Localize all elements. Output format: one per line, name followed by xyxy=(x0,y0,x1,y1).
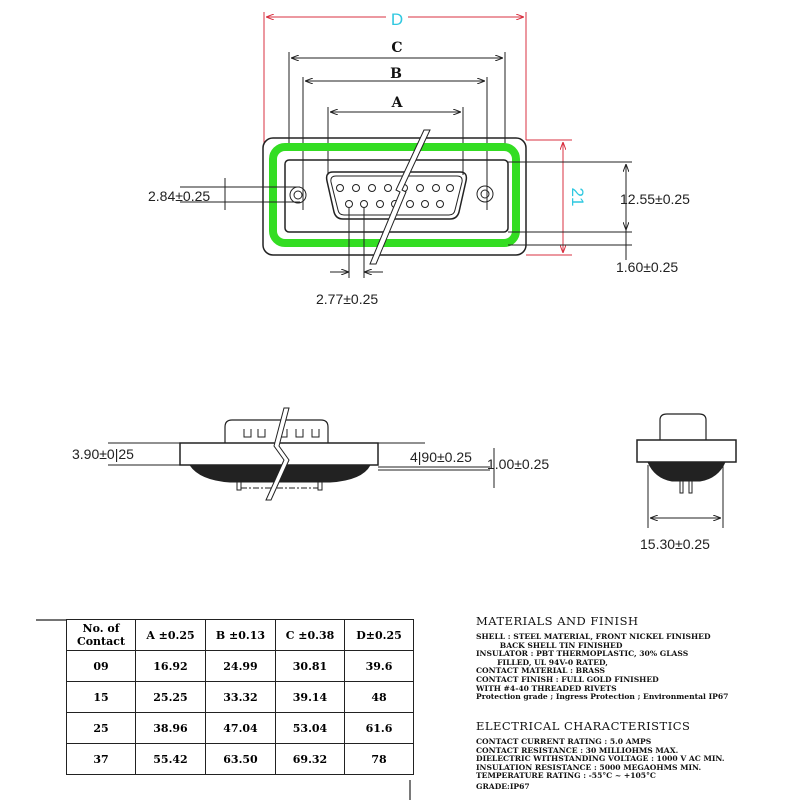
dimension-12-55: 12.55±0.25 xyxy=(620,191,690,207)
slot xyxy=(295,429,304,438)
header-c: C ±0.38 xyxy=(275,619,345,651)
dimension-d-label: D xyxy=(391,10,403,29)
electrical-section: ELECTRICAL CHARACTERISTICS CONTACT CURRE… xyxy=(476,719,725,792)
contact-pin xyxy=(360,200,368,208)
dimension-4-90: 4|90±0.25 xyxy=(410,449,472,465)
side-view: 3.90±0|25 4|90±0.25 1.00±0.25 xyxy=(72,407,549,501)
materials-line: SHELL : STEEL MATERIAL, FRONT NICKEL FIN… xyxy=(476,632,711,641)
materials-line: Protection grade ; Ingress Protection ; … xyxy=(476,692,729,702)
dimension-1-00: 1.00±0.25 xyxy=(487,456,549,472)
green-gasket xyxy=(269,143,520,247)
electrical-line: CONTACT CURRENT RATING : 5.0 AMPS xyxy=(476,737,652,746)
dimension-a-label: A xyxy=(391,95,404,111)
cell: 47.04 xyxy=(205,712,276,744)
electrical-line: CONTACT RESISTANCE : 30 MILLIOHMS MAX. xyxy=(476,745,679,755)
header-contacts: No. of Contact xyxy=(66,619,136,651)
top-view: D C B A 21 xyxy=(148,6,690,307)
cell: 09 xyxy=(66,650,136,682)
dimension-b-label: B xyxy=(390,66,402,82)
end-view: 15.30±0.25 xyxy=(636,413,737,552)
dimension-2-84: 2.84±0.25 xyxy=(148,188,210,204)
dimension-2-77: 2.77±0.25 xyxy=(316,291,378,307)
header-d: D±0.25 xyxy=(344,619,414,651)
cell: 37 xyxy=(66,743,136,775)
materials-line: WITH #4-40 THREADED RIVETS xyxy=(476,683,617,693)
cell: 53.04 xyxy=(275,712,345,744)
materials-title: MATERIALS AND FINISH xyxy=(476,614,639,628)
materials-section: MATERIALS AND FINISH SHELL : STEEL MATER… xyxy=(476,614,728,702)
cell: 16.92 xyxy=(135,650,206,682)
materials-line: CONTACT FINISH : FULL GOLD FINISHED xyxy=(476,674,659,684)
contact-pin xyxy=(432,184,440,192)
cell: 69.32 xyxy=(275,743,345,775)
mounting-holes xyxy=(289,185,494,204)
contact-pin xyxy=(345,200,353,208)
cell: 33.32 xyxy=(205,681,276,713)
contact-pin xyxy=(446,184,454,192)
contact-pin xyxy=(368,184,376,192)
electrical-line: DIELECTRIC WITHSTANDING VOLTAGE : 1000 V… xyxy=(476,754,725,764)
contact-pin xyxy=(421,200,429,208)
cell: 39.14 xyxy=(275,681,345,713)
slot xyxy=(311,429,320,438)
connector-body xyxy=(262,137,527,256)
dimension-c-label: C xyxy=(391,40,402,56)
cell: 24.99 xyxy=(205,650,276,682)
contact-pin xyxy=(336,184,344,192)
contact-pins xyxy=(336,184,454,208)
materials-line: INSULATOR : PBT THERMOPLASTIC, 30% GLASS xyxy=(476,649,689,659)
cell: 39.6 xyxy=(344,650,414,682)
table-header-row: No. of Contact A ±0.25 B ±0.13 C ±0.38 D… xyxy=(66,619,414,651)
contact-pin xyxy=(416,184,424,192)
slot xyxy=(257,429,266,438)
dimension-21-label: 21 xyxy=(568,188,587,207)
cell: 63.50 xyxy=(205,743,276,775)
dimension-1-60: 1.60±0.25 xyxy=(616,259,678,275)
cell: 61.6 xyxy=(344,712,414,744)
electrical-title: ELECTRICAL CHARACTERISTICS xyxy=(476,719,691,733)
break-line xyxy=(369,129,431,265)
header-b: B ±0.13 xyxy=(205,619,276,651)
cell: 55.42 xyxy=(135,743,206,775)
electrical-line: TEMPERATURE RATING : -55°C ~ +105°C xyxy=(476,771,656,781)
dimension-15-30: 15.30±0.25 xyxy=(640,536,710,552)
cell: 25.25 xyxy=(135,681,206,713)
cell: 48 xyxy=(344,681,414,713)
slot xyxy=(243,429,252,438)
materials-line: BACK SHELL TIN FINISHED xyxy=(476,640,623,650)
dimension-table: No. of Contact A ±0.25 B ±0.13 C ±0.38 D… xyxy=(66,619,414,775)
dimension-3-90: 3.90±0|25 xyxy=(72,446,134,462)
cell: 25 xyxy=(66,712,136,744)
materials-line: CONTACT MATERIAL : BRASS xyxy=(476,666,605,676)
dimension-21 xyxy=(526,139,572,256)
cell: 78 xyxy=(344,743,414,775)
contact-pin xyxy=(406,200,414,208)
header-a: A ±0.25 xyxy=(135,619,206,651)
cell: 38.96 xyxy=(135,712,206,744)
contact-pin xyxy=(384,184,392,192)
cell: 30.81 xyxy=(275,650,345,682)
contact-pin xyxy=(376,200,384,208)
cell: 15 xyxy=(66,681,136,713)
electrical-line: INSULATION RESISTANCE : 5000 MEGAOHMS MI… xyxy=(476,762,702,772)
contact-pin xyxy=(436,200,444,208)
electrical-line: GRADE:IP67 xyxy=(476,781,530,791)
contact-pin xyxy=(352,184,360,192)
d-sub-shell xyxy=(325,171,468,220)
materials-line: FILLED, UL 94V-0 RATED, xyxy=(476,657,608,667)
